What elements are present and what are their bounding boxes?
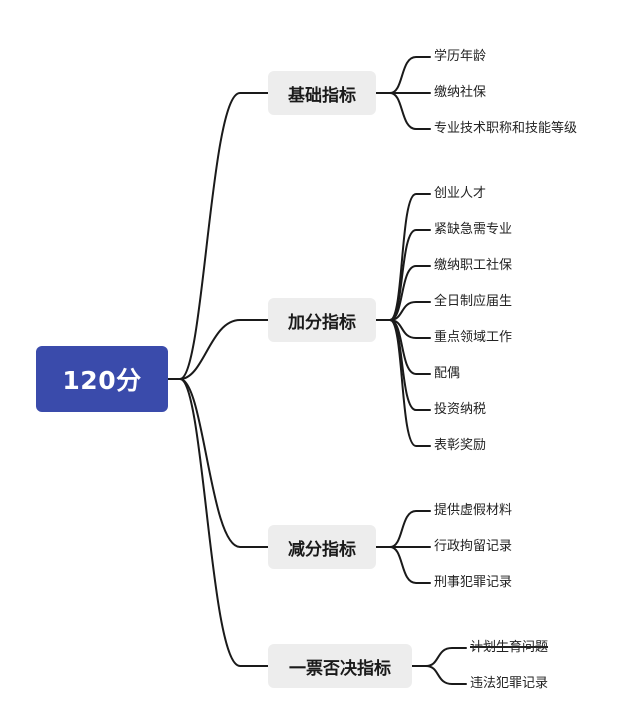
branch-1-leaf-7 [389, 319, 431, 447]
branch-3-leaf-0 [425, 647, 467, 667]
leaf-social-insurance[interactable]: 缴纳社保 [434, 85, 487, 100]
branch-1-leaf-1 [389, 229, 431, 321]
leaf-family-planning[interactable]: 计划生育问题 [470, 640, 549, 655]
branch-2-leaf-0 [389, 510, 431, 548]
branch-0-leaf-0 [389, 56, 431, 94]
branch-2-leaf-2 [389, 546, 431, 584]
root-node[interactable]: 120分 [36, 346, 168, 412]
leaf-fresh-graduate[interactable]: 全日制应届生 [434, 294, 513, 309]
branch-0-leaf-2 [389, 92, 431, 130]
branch-veto-indicators[interactable]: 一票否决指标 [268, 644, 412, 688]
leaf-commendation[interactable]: 表彰奖励 [434, 438, 487, 453]
leaf-admin-detention[interactable]: 行政拘留记录 [434, 539, 513, 554]
root-to-branch-0 [179, 92, 269, 380]
branch-deduction-indicators[interactable]: 减分指标 [268, 525, 376, 569]
leaf-entrepreneur[interactable]: 创业人才 [434, 186, 487, 201]
leaf-false-materials[interactable]: 提供虚假材料 [434, 503, 513, 518]
leaf-spouse[interactable]: 配偶 [434, 366, 461, 381]
leaf-criminal-record[interactable]: 刑事犯罪记录 [434, 575, 513, 590]
root-to-branch-3 [179, 378, 269, 667]
branch-1-leaf-3 [389, 301, 431, 321]
leaf-professional-title[interactable]: 专业技术职称和技能等级 [434, 121, 578, 136]
leaf-employee-insurance[interactable]: 缴纳职工社保 [434, 258, 513, 273]
root-to-branch-1 [179, 319, 269, 380]
branch-bonus-indicators[interactable]: 加分指标 [268, 298, 376, 342]
leaf-illegal-crime[interactable]: 违法犯罪记录 [470, 676, 549, 691]
leaf-shortage-major[interactable]: 紧缺急需专业 [434, 222, 513, 237]
root-to-branch-2 [179, 378, 269, 548]
branch-basic-indicators[interactable]: 基础指标 [268, 71, 376, 115]
leaf-investment-tax[interactable]: 投资纳税 [434, 402, 487, 417]
leaf-key-field-work[interactable]: 重点领域工作 [434, 330, 513, 345]
branch-3-leaf-1 [425, 665, 467, 685]
branch-1-leaf-2 [389, 265, 431, 321]
leaf-education-age[interactable]: 学历年龄 [434, 49, 487, 64]
